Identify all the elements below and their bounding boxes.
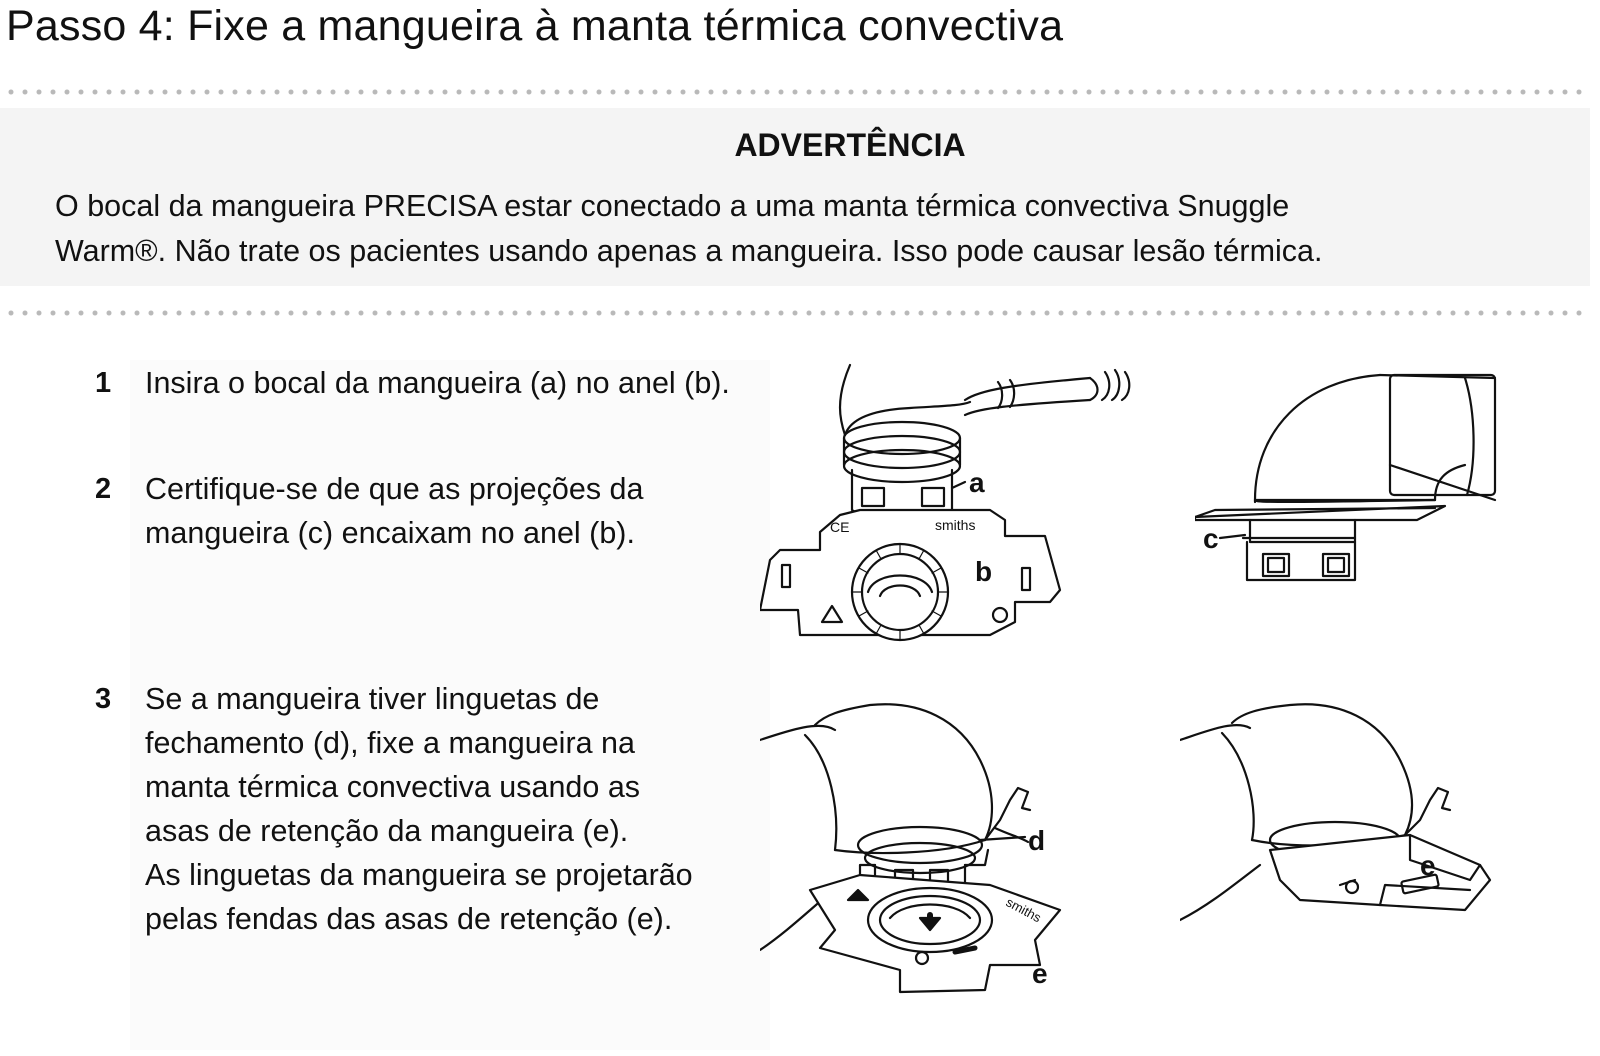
dotted-divider-bottom <box>4 310 1588 316</box>
hose-rib-2 <box>842 434 962 470</box>
step-2-line-2: mangueira (c) encaixam no anel (b). <box>145 516 635 550</box>
hose-end <box>1388 373 1497 497</box>
hose-top-2 <box>1180 724 1252 742</box>
label-e: e <box>1032 958 1048 989</box>
warning-box <box>0 108 1590 286</box>
step-3-line-6: pelas fendas das asas de retenção (e). <box>145 902 673 936</box>
hose-left-edge <box>838 363 852 437</box>
locking-tab <box>983 786 1032 842</box>
retention-plate <box>1268 833 1492 912</box>
step-3-line-3: manta térmica convectiva usando as <box>145 770 641 804</box>
warning-line-1: O bocal da mangueira PRECISA estar conec… <box>55 189 1290 223</box>
figure-side-view-ring: b c <box>1195 370 1555 610</box>
step-3-line-4: asas de retenção da mangueira (e). <box>145 814 629 848</box>
label-d: d <box>1028 825 1045 856</box>
brand-mark: smiths <box>935 517 975 533</box>
elbow-top <box>813 703 993 842</box>
ce-mark: CE <box>830 519 849 535</box>
step-2-line-1: Certifique-se de que as projeções da <box>145 472 644 506</box>
figure-hose-into-ring: CE smiths a b <box>760 360 1150 650</box>
step-2-number: 2 <box>95 473 112 505</box>
label-c: c <box>1203 523 1219 554</box>
page-title: Passo 4: Fixe a mangueira à manta térmic… <box>6 2 1064 50</box>
dotted-divider-top <box>4 89 1588 95</box>
step-1-number: 1 <box>95 367 112 399</box>
label-b: b <box>975 556 992 587</box>
hose-lower-edge <box>963 398 1092 417</box>
elbow-top-2 <box>1230 703 1414 837</box>
elbow-outer <box>1253 373 1382 502</box>
warning-text: O bocal da mangueira PRECISA estar conec… <box>55 184 1565 274</box>
step-3-line-1: Se a mangueira tiver linguetas de <box>145 682 600 716</box>
step-3-line-5: As linguetas da mangueira se projetarão <box>145 858 693 892</box>
figure-hose-attached: e <box>1180 700 1510 940</box>
figure-locking-tabs: smiths d e <box>760 700 1080 1030</box>
ring-outer <box>850 542 950 642</box>
warning-line-2: Warm®. Não trate os pacientes usando ape… <box>55 234 1323 268</box>
label-e-2: e <box>1420 850 1436 881</box>
hose-bottom-2 <box>1180 863 1262 922</box>
steps-background <box>130 360 770 1050</box>
step-1-line-1: Insira o bocal da mangueira (a) no anel … <box>145 366 730 400</box>
hose-rib-3 <box>842 448 962 484</box>
locking-tab-2 <box>1403 786 1452 837</box>
warning-heading: ADVERTÊNCIA <box>734 127 966 163</box>
hose-top <box>760 724 837 742</box>
label-a: a <box>969 467 985 498</box>
hose-upper-edge <box>963 376 1092 402</box>
step-3-number: 3 <box>95 683 112 715</box>
nozzle-lower <box>1245 540 1357 582</box>
step-3-line-2: fechamento (d), fixe a mangueira na <box>145 726 635 760</box>
